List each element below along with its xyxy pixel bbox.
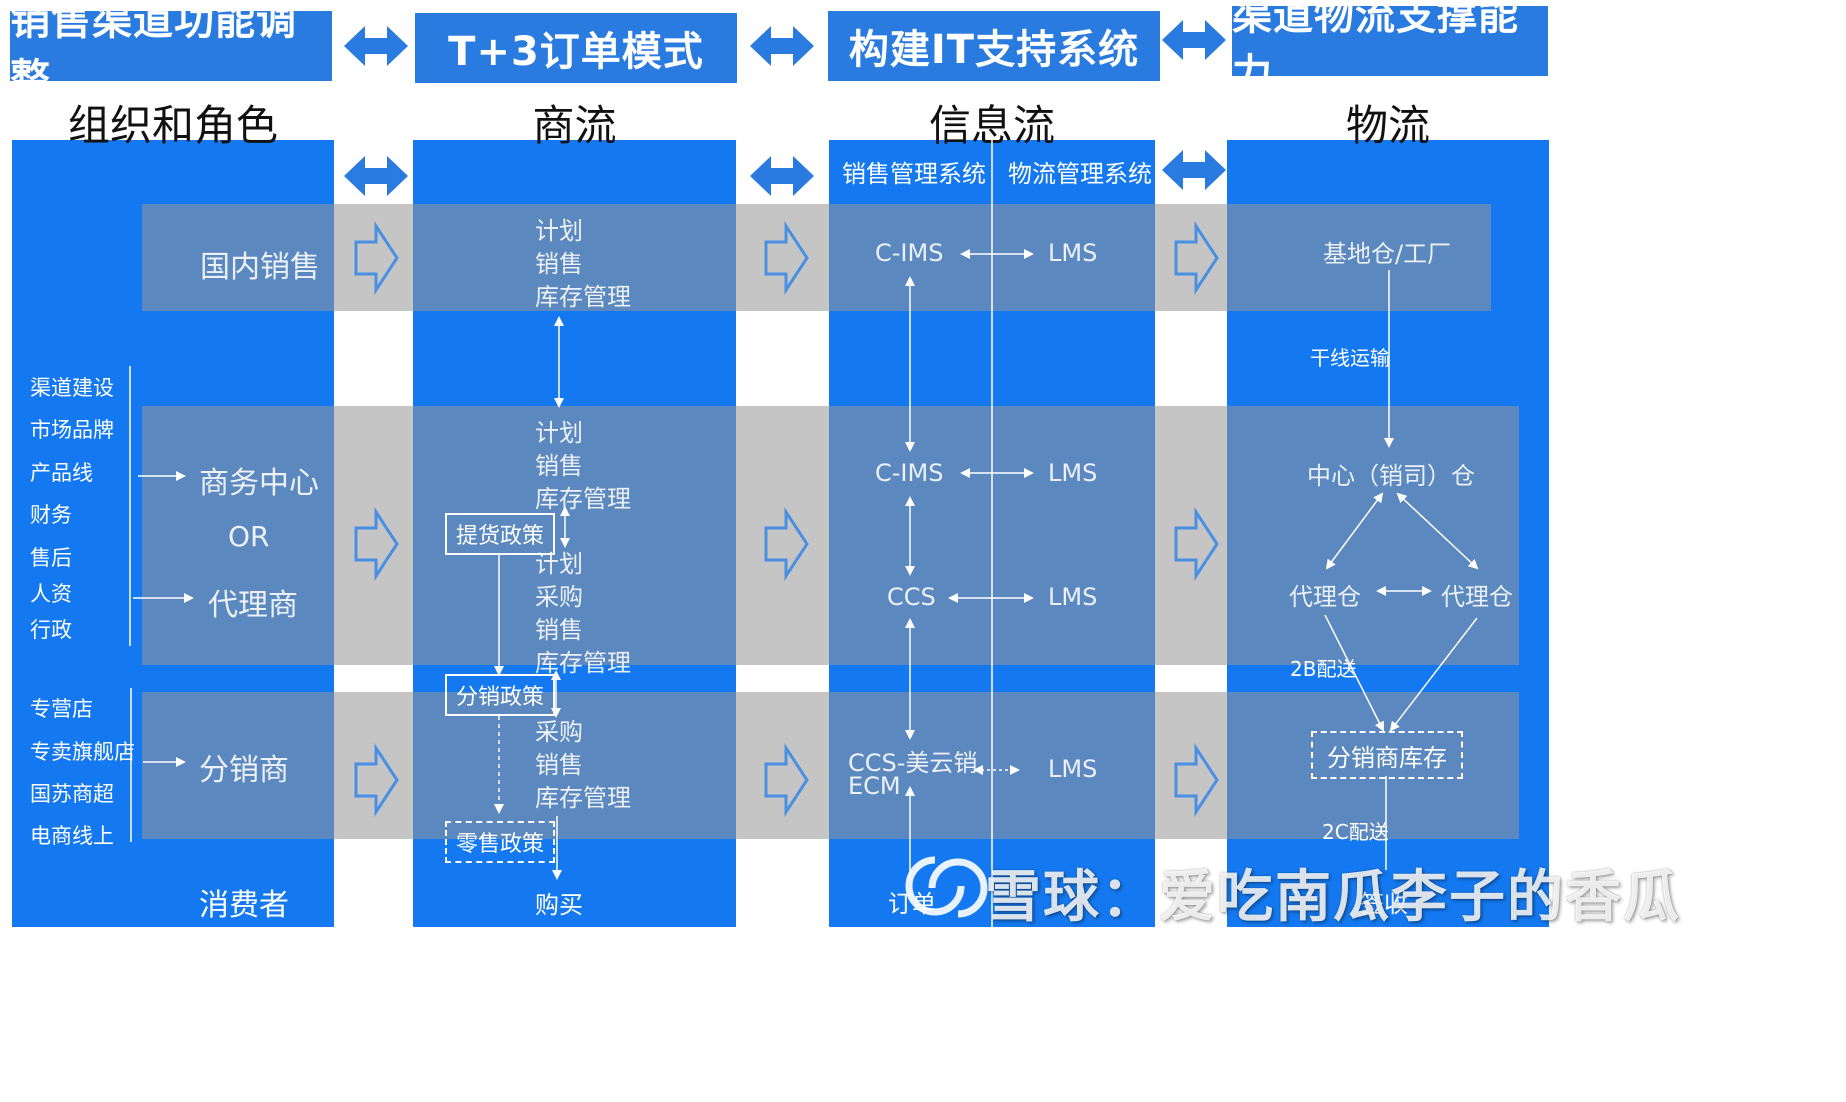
commerce-item: 库存管理: [535, 784, 631, 812]
org-agent: 代理商: [208, 588, 298, 623]
logistics-agent-warehouse-left: 代理仓: [1289, 583, 1361, 611]
org-store-item: 专卖旗舰店: [30, 740, 135, 764]
subhead-org: 组织和角色: [67, 101, 278, 150]
commerce-lines: [494, 316, 570, 880]
commerce-row1-list: 计划 销售 库存管理: [535, 215, 631, 314]
logistics-2c-delivery: 2C配送: [1322, 820, 1389, 844]
watermark-text: 雪球：爱吃南瓜李子的香瓜: [985, 865, 1681, 930]
org-function-item: 财务: [30, 503, 72, 527]
commerce-item: 采购: [535, 718, 583, 746]
org-lines: [129, 366, 194, 842]
commerce-item: 库存管理: [535, 283, 631, 311]
commerce-row2b-list: 计划 采购 销售 库存管理: [535, 548, 631, 680]
info-lines: [905, 140, 1034, 927]
org-consumer: 消费者: [199, 888, 289, 923]
org-function-item: 售后: [30, 546, 72, 570]
band-domestic: [142, 204, 1491, 311]
org-function-item: 行政: [30, 618, 72, 642]
subhead-commerce: 商流: [532, 101, 617, 150]
header-t3-order: T+3订单模式: [415, 13, 737, 83]
org-store-item: 专营店: [30, 697, 93, 721]
org-domestic-sales: 国内销售: [200, 250, 320, 285]
info-cims-2: C-IMS: [875, 459, 944, 487]
pickup-policy-box: 提货政策: [445, 513, 555, 555]
commerce-item: 计划: [535, 419, 583, 447]
logistics-distributor-stock: 分销商库存: [1311, 731, 1463, 779]
org-business-center: 商务中心: [199, 466, 319, 501]
commerce-item: 计划: [535, 217, 583, 245]
commerce-item: 销售: [535, 616, 583, 644]
info-cims-1: C-IMS: [875, 239, 944, 267]
info-ecm: ECM: [848, 772, 901, 800]
org-function-item: 渠道建设: [30, 376, 114, 400]
logistics-sign: 签收: [1360, 890, 1408, 918]
info-lms-1: LMS: [1048, 239, 1098, 267]
org-store-item: 国苏商超: [30, 782, 114, 806]
info-lms-3: LMS: [1048, 583, 1098, 611]
commerce-row2a-list: 计划 销售 库存管理: [535, 417, 631, 516]
org-function-item: 市场品牌: [30, 418, 114, 442]
commerce-item: 库存管理: [535, 649, 631, 677]
band-business: [142, 406, 1519, 665]
logistics-agent-warehouse-right: 代理仓: [1441, 583, 1513, 611]
hollow-arrows: [354, 220, 1219, 818]
org-distributor: 分销商: [199, 753, 289, 788]
logistics-trunk-transport: 干线运输: [1310, 346, 1390, 370]
header-logistics: 渠道物流支撑能力: [1232, 0, 1548, 97]
info-lms-2: LMS: [1048, 459, 1098, 487]
commerce-item: 采购: [535, 583, 583, 611]
org-function-item: 人资: [30, 582, 72, 606]
commerce-item: 销售: [535, 751, 583, 779]
subhead-logistics: 物流: [1345, 101, 1430, 150]
retail-policy-box: 零售政策: [445, 821, 555, 863]
commerce-item: 销售: [535, 250, 583, 278]
sales-system-label: 销售管理系统: [842, 160, 986, 188]
logistics-2b-delivery: 2B配送: [1290, 657, 1357, 681]
logistics-system-label: 物流管理系统: [1008, 160, 1152, 188]
info-ccs-meiyun: CCS-美云销: [848, 749, 978, 777]
header-it-system: 构建IT支持系统: [828, 11, 1160, 81]
commerce-item: 销售: [535, 452, 583, 480]
info-ccs: CCS: [887, 583, 936, 611]
info-lms-4: LMS: [1048, 755, 1098, 783]
distribution-policy-box: 分销政策: [445, 674, 555, 716]
org-function-item: 产品线: [30, 461, 93, 485]
org-or: OR: [228, 520, 270, 553]
commerce-buy: 购买: [535, 891, 583, 919]
header-double-arrows: [344, 20, 1226, 196]
commerce-row3-list: 采购 销售 库存管理: [535, 716, 631, 815]
commerce-item: 库存管理: [535, 485, 631, 513]
logistics-base-warehouse: 基地仓/工厂: [1323, 240, 1452, 268]
org-store-item: 电商线上: [30, 824, 114, 848]
logistics-lines: [1324, 270, 1479, 870]
logistics-center-warehouse: 中心（销司）仓: [1307, 462, 1475, 490]
